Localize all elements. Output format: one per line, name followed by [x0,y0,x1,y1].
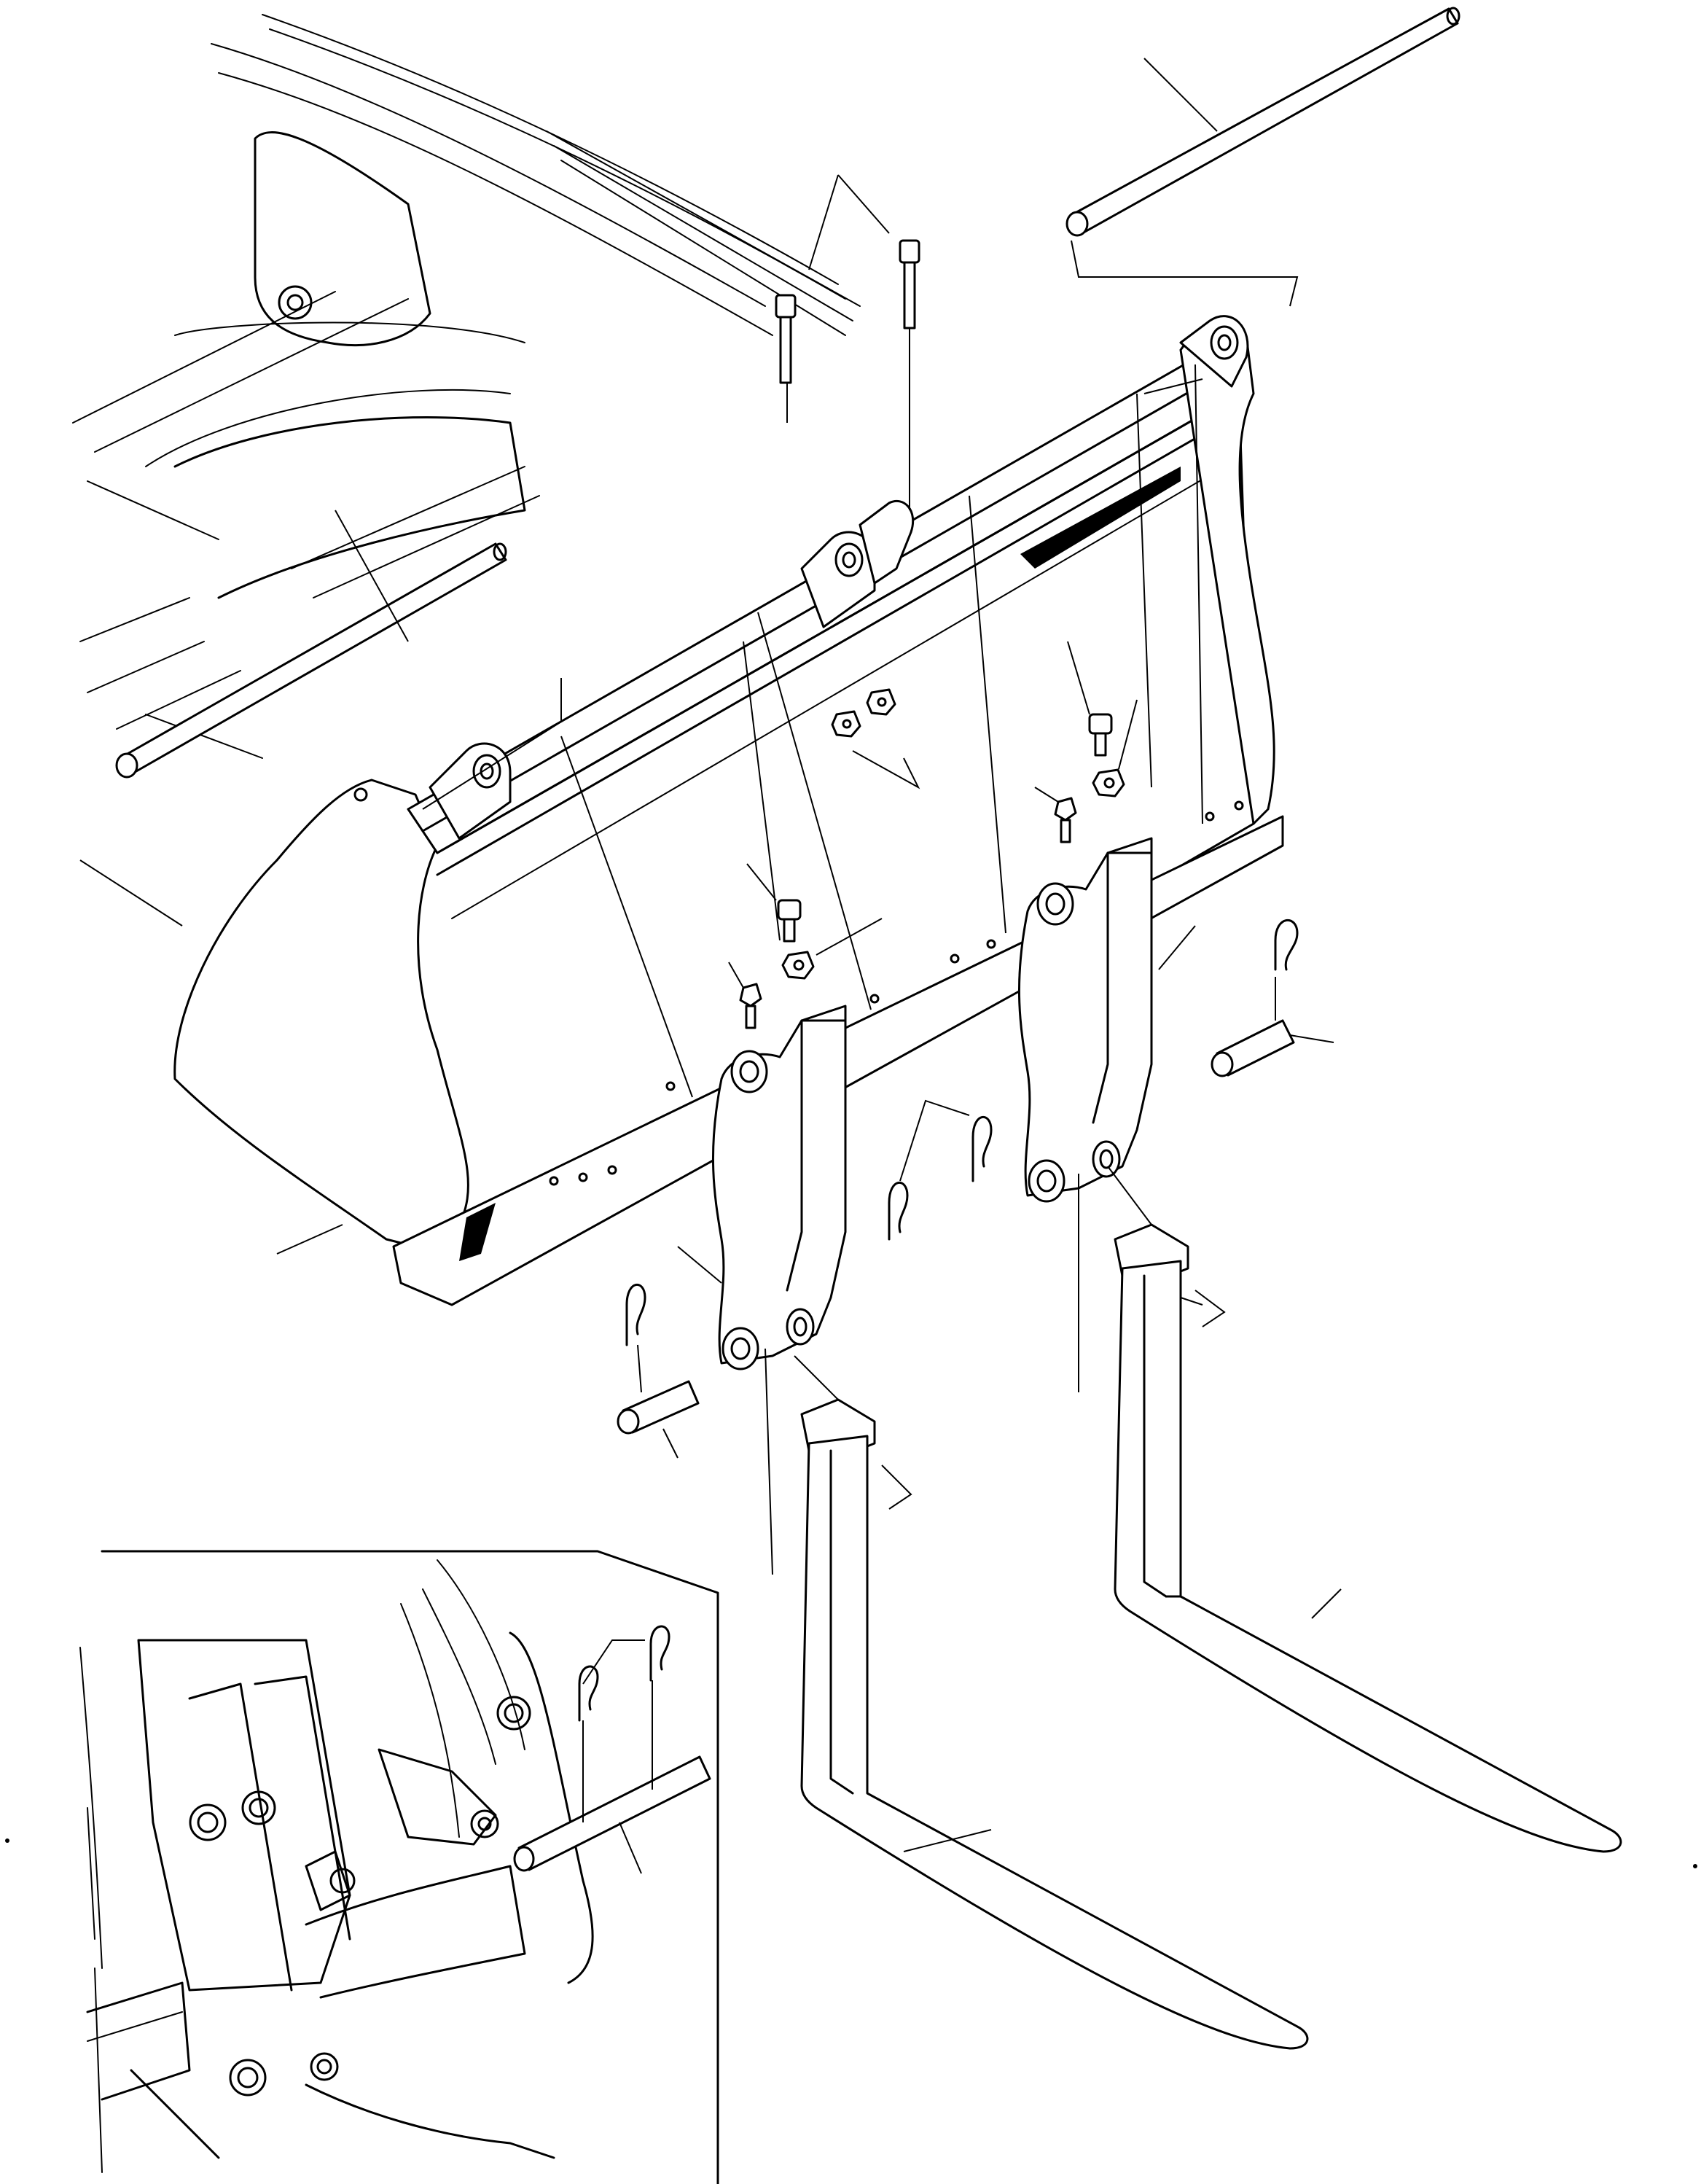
nut-top-right [866,688,896,716]
carriage-bracket-left [677,1005,847,1370]
grease-fitting-left [728,962,762,1029]
alignment-lines [422,240,1299,1098]
bolt-top-leader [808,174,890,270]
r-clip-middle-leader [899,1099,970,1182]
upper-pin-left [115,510,507,779]
upper-pin-right [1065,7,1460,237]
nut-left-bracket [781,918,883,980]
loader-arm-background [72,14,861,759]
nut-top-left [831,710,861,738]
nut-top-leader [852,750,920,789]
fork-tine-right [1078,1166,1622,1853]
carriage-bracket-right [1017,837,1196,1203]
fork-pin-left [617,1380,700,1459]
bolt-top-right [899,239,920,510]
bolt-left-bracket [746,863,802,943]
r-clip-left-lower [625,1284,646,1393]
r-clip-right-upper [1274,919,1299,1021]
stray-dot [1693,1864,1697,1868]
fork-tine-left [765,1348,1309,2050]
grease-fitting-right [1034,787,1077,843]
edge-bolt-holes [549,800,1244,1186]
bolt-top-left [775,294,797,423]
r-clip-middle-left [888,1182,909,1241]
detail-inset [79,1550,719,2184]
r-clip-middle-right [971,1116,993,1182]
fork-pin-right [1211,1019,1334,1077]
stray-dot-left [5,1838,9,1843]
bolt-right-bracket [1067,641,1113,757]
nut-right-bracket [1092,699,1138,797]
